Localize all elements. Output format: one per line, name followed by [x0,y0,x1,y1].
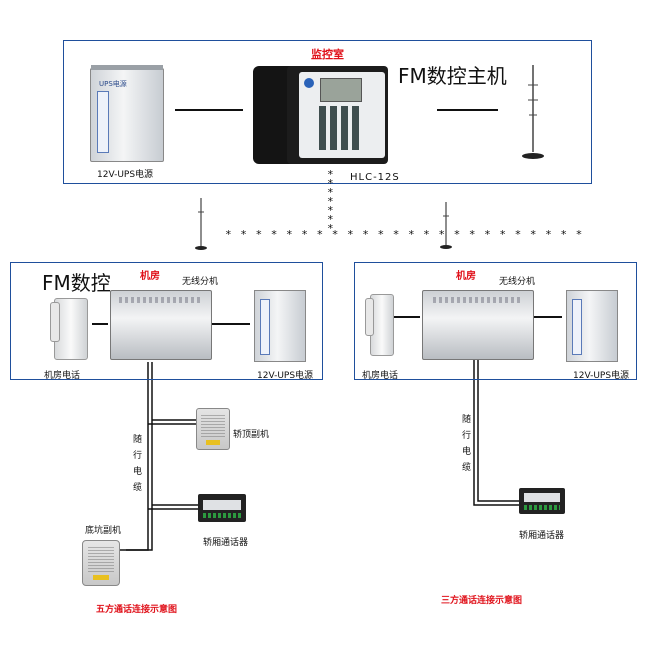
monitor-room-title: 监控室 [311,48,344,61]
cable-right [473,360,520,506]
right-room-phone-label: 机房电话 [362,371,399,381]
pit-unit-device [82,540,120,586]
left-room-frame [10,262,323,380]
top-car-unit-label: 轿顶副机 [233,430,270,440]
pit-unit-label: 底坑副机 [85,526,122,536]
ups-power-unit-right [566,290,618,362]
monitor-room-frame [63,40,592,184]
right-car-intercom-label: 轿厢通话器 [519,531,565,541]
right-caption: 三方通话连接示意图 [441,596,523,606]
left-car-intercom-label: 轿厢通话器 [203,538,249,548]
ups-label-top: 12V-UPS电源 [97,170,154,180]
car-intercom-device-left [198,494,246,522]
car-intercom-device-right [519,488,565,514]
antenna-icon [522,65,544,159]
left-wireless-ext-label: 无线分机 [182,277,219,287]
left-ups-label: 12V-UPS电源 [257,371,314,381]
left-cable-label: 随行电缆 [133,435,143,493]
machine-room-phone-right [364,294,394,356]
right-ups-label: 12V-UPS电源 [573,371,630,381]
left-room-title: 机房 [140,271,160,282]
left-room-phone-label: 机房电话 [44,371,81,381]
wireless-extension-left [110,290,212,360]
right-wireless-ext-label: 无线分机 [499,277,536,287]
wireless-link-horizontal: * * * * * * * * * * * * * * * * * * * * … [225,228,584,241]
logo-icon [304,78,314,88]
right-cable-label: 随行电缆 [462,415,472,473]
machine-room-phone-left [48,298,92,360]
fm-host-title: FM数控主机 [398,64,507,88]
host-model: HLC-12S [350,172,400,183]
right-room-frame [354,262,637,380]
fm-left-title: FM数控 [42,271,111,295]
lcd-screen [320,78,362,102]
wireless-link-vertical: * * * * * * * [327,168,335,235]
right-room-title: 机房 [456,271,476,282]
left-caption: 五方通话连接示意图 [96,605,178,615]
fm-host-device [253,66,388,164]
antenna-icon [440,202,452,249]
wireless-extension-right [422,290,534,360]
top-car-unit-device [196,408,230,450]
ups-power-unit-left [254,290,306,362]
antenna-icon [195,198,207,250]
ups-power-unit: UPS电源 [90,65,164,162]
ups-panel-label: UPS电源 [99,80,127,88]
